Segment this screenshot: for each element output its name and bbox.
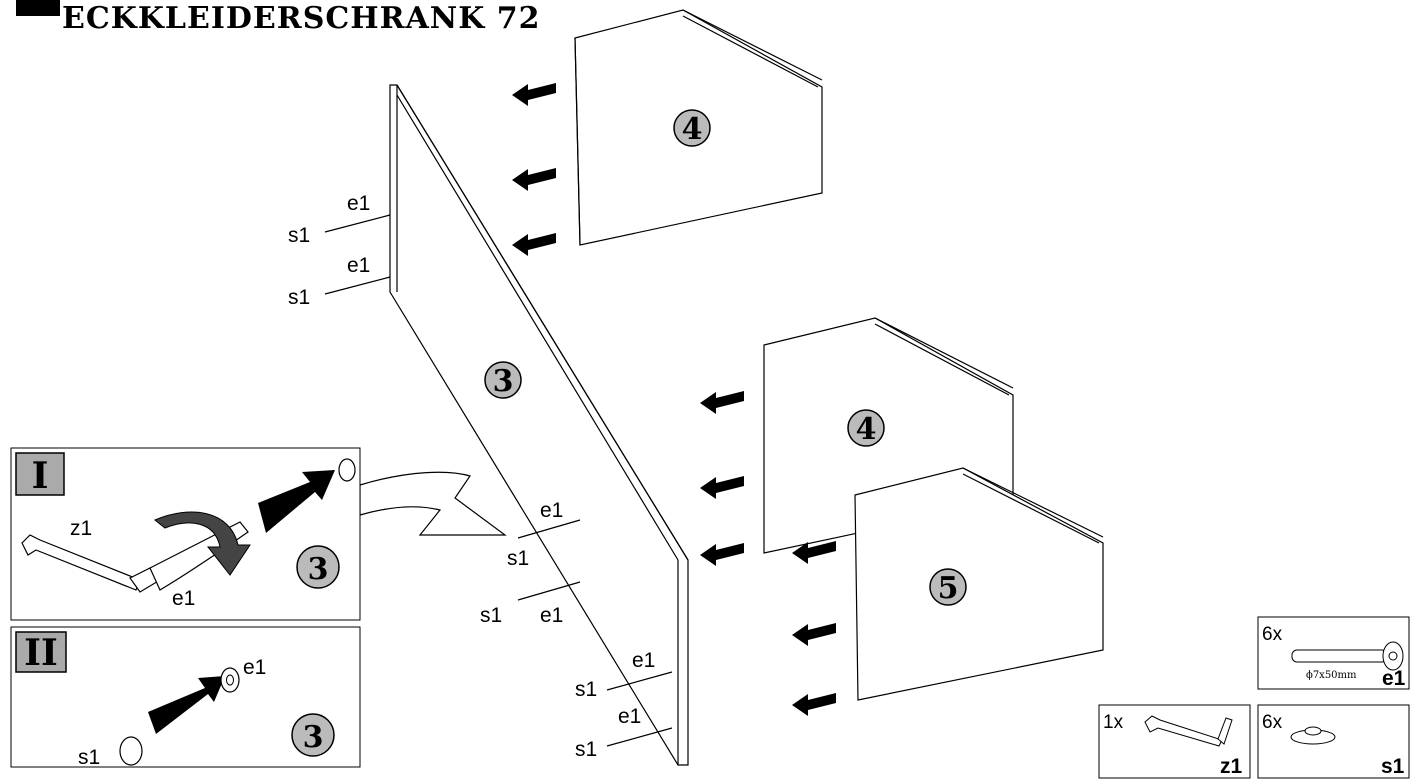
hex-key-icon bbox=[1144, 715, 1233, 747]
detail-II-badge bbox=[15, 631, 67, 673]
callout-e1: e1 bbox=[347, 192, 370, 215]
detail-box-I bbox=[10, 447, 361, 621]
insert-arrow-icon bbox=[258, 470, 335, 533]
fastener-lines bbox=[324, 214, 673, 747]
callout-s1: s1 bbox=[575, 678, 597, 701]
hole-icon bbox=[338, 458, 356, 482]
callout-e1: e1 bbox=[347, 254, 370, 277]
panel-5 bbox=[854, 467, 1104, 701]
step-marker bbox=[16, 0, 60, 16]
callout-s1: s1 bbox=[288, 224, 310, 247]
direction-arrows bbox=[512, 83, 836, 716]
callout-s1: s1 bbox=[480, 604, 502, 627]
callout-e1: e1 bbox=[540, 499, 563, 522]
cap-icon bbox=[119, 736, 143, 766]
callout-s1: s1 bbox=[575, 738, 597, 761]
part-box-s1 bbox=[1257, 704, 1410, 779]
detail-I-badge bbox=[15, 452, 65, 496]
page-title: ECKKLEIDERSCHRANK 72 bbox=[62, 1, 541, 36]
detail-pointer-arrow bbox=[359, 471, 507, 536]
callout-e1: e1 bbox=[618, 705, 641, 728]
detail-II-roman: II bbox=[24, 632, 58, 674]
panel-4-bottom-marker bbox=[847, 409, 885, 447]
part-z1-qty: 1x bbox=[1103, 712, 1124, 733]
detail-II-label-e1: e1 bbox=[243, 656, 266, 679]
part-e1-dim: ϕ7x50mm bbox=[1306, 670, 1357, 681]
detail-I-panel-marker bbox=[296, 545, 340, 589]
panel-5-number: 5 bbox=[938, 571, 959, 606]
dowel-screw-icon bbox=[1291, 641, 1404, 671]
detail-I-panel-number: 3 bbox=[308, 552, 329, 587]
cover-cap-icon bbox=[1290, 726, 1336, 745]
callout-e1: e1 bbox=[632, 649, 655, 672]
part-e1-qty: 6x bbox=[1262, 624, 1283, 645]
detail-II-label-s1: s1 bbox=[78, 746, 100, 769]
part-z1-code: z1 bbox=[1220, 755, 1243, 778]
rotate-arrow-icon bbox=[154, 511, 251, 576]
part-e1-code: e1 bbox=[1382, 667, 1406, 690]
panel-3-marker bbox=[484, 361, 522, 399]
callout-s1: s1 bbox=[288, 286, 310, 309]
part-s1-qty: 6x bbox=[1262, 712, 1283, 733]
panel-3 bbox=[389, 84, 689, 766]
panel-4-bottom-number: 4 bbox=[856, 412, 877, 447]
detail-I-label-e1: e1 bbox=[172, 587, 195, 610]
washer-hole-icon bbox=[226, 674, 234, 686]
detail-II-panel-number: 3 bbox=[303, 720, 324, 755]
panel-5-marker bbox=[929, 568, 967, 606]
panel-4-top-marker bbox=[673, 109, 711, 147]
detail-I-roman: I bbox=[32, 455, 49, 497]
insert-arrow-icon bbox=[148, 676, 225, 734]
detail-I-label-z1: z1 bbox=[70, 517, 92, 540]
panel-4-top-number: 4 bbox=[682, 112, 703, 147]
callout-e1: e1 bbox=[540, 604, 563, 627]
detail-II-panel-marker bbox=[291, 713, 335, 757]
callout-s1: s1 bbox=[507, 547, 529, 570]
part-s1-code: s1 bbox=[1381, 755, 1405, 778]
panel-3-number: 3 bbox=[493, 364, 514, 399]
